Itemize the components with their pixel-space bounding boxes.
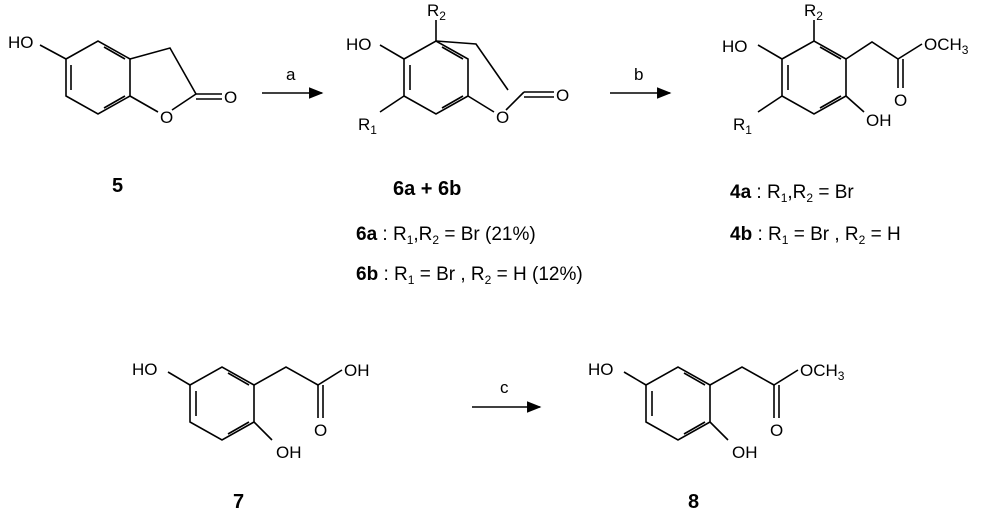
step-b-label: b	[634, 65, 643, 84]
hydroxyl-label: HO	[346, 35, 372, 54]
ring-oxygen-label: O	[496, 108, 509, 127]
carbonyl-oxygen-label: O	[314, 421, 327, 440]
hydroxyl-label: HO	[722, 37, 748, 56]
compound-6-structure: HO R2 R1 O O	[346, 1, 569, 137]
carbonyl-oxygen-label: O	[556, 86, 569, 105]
step-c-label: c	[500, 378, 509, 397]
compound-7-structure: HO OH OH O	[132, 360, 370, 462]
ring-oxygen-label: O	[160, 108, 173, 127]
hydroxyl-label: OH	[732, 443, 758, 462]
hydroxyl-label: HO	[588, 360, 614, 379]
step-a-label: a	[286, 65, 296, 84]
r2-label: R2	[427, 1, 446, 23]
compound-6b-definition: 6b : R1 = Br , R2 = H (12%)	[356, 264, 583, 287]
r2-label: R2	[804, 1, 823, 23]
carbonyl-oxygen-label: O	[770, 421, 783, 440]
compound-6a-definition: 6a : R1,R2 = Br (21%)	[356, 224, 536, 247]
compound-4-structure: HO R2 R1 OH OCH3 O	[722, 1, 969, 137]
r1-label: R1	[733, 115, 752, 137]
hydroxyl-label: OH	[276, 443, 302, 462]
hydroxyl-label: HO	[8, 33, 34, 52]
hydroxyl-label: HO	[132, 360, 158, 379]
compound-7-label: 7	[233, 491, 244, 513]
methoxy-label: OCH3	[800, 361, 845, 383]
methoxy-label: OCH3	[924, 35, 969, 57]
carbonyl-oxygen-label: O	[894, 91, 907, 110]
carbonyl-oxygen-label: O	[224, 88, 237, 107]
hydroxyl-label: OH	[866, 111, 892, 130]
r1-label: R1	[358, 115, 377, 137]
compound-5-structure: HO O O	[8, 33, 237, 127]
compound-4b-definition: 4b : R1 = Br , R2 = H	[730, 224, 901, 247]
compound-6ab-label: 6a + 6b	[393, 178, 461, 200]
compound-5-label: 5	[112, 175, 123, 197]
compound-8-structure: HO OH OCH3 O	[588, 360, 845, 462]
compound-4a-definition: 4a : R1,R2 = Br	[730, 182, 854, 205]
acid-hydroxyl-label: OH	[344, 361, 370, 380]
compound-8-label: 8	[688, 491, 699, 513]
